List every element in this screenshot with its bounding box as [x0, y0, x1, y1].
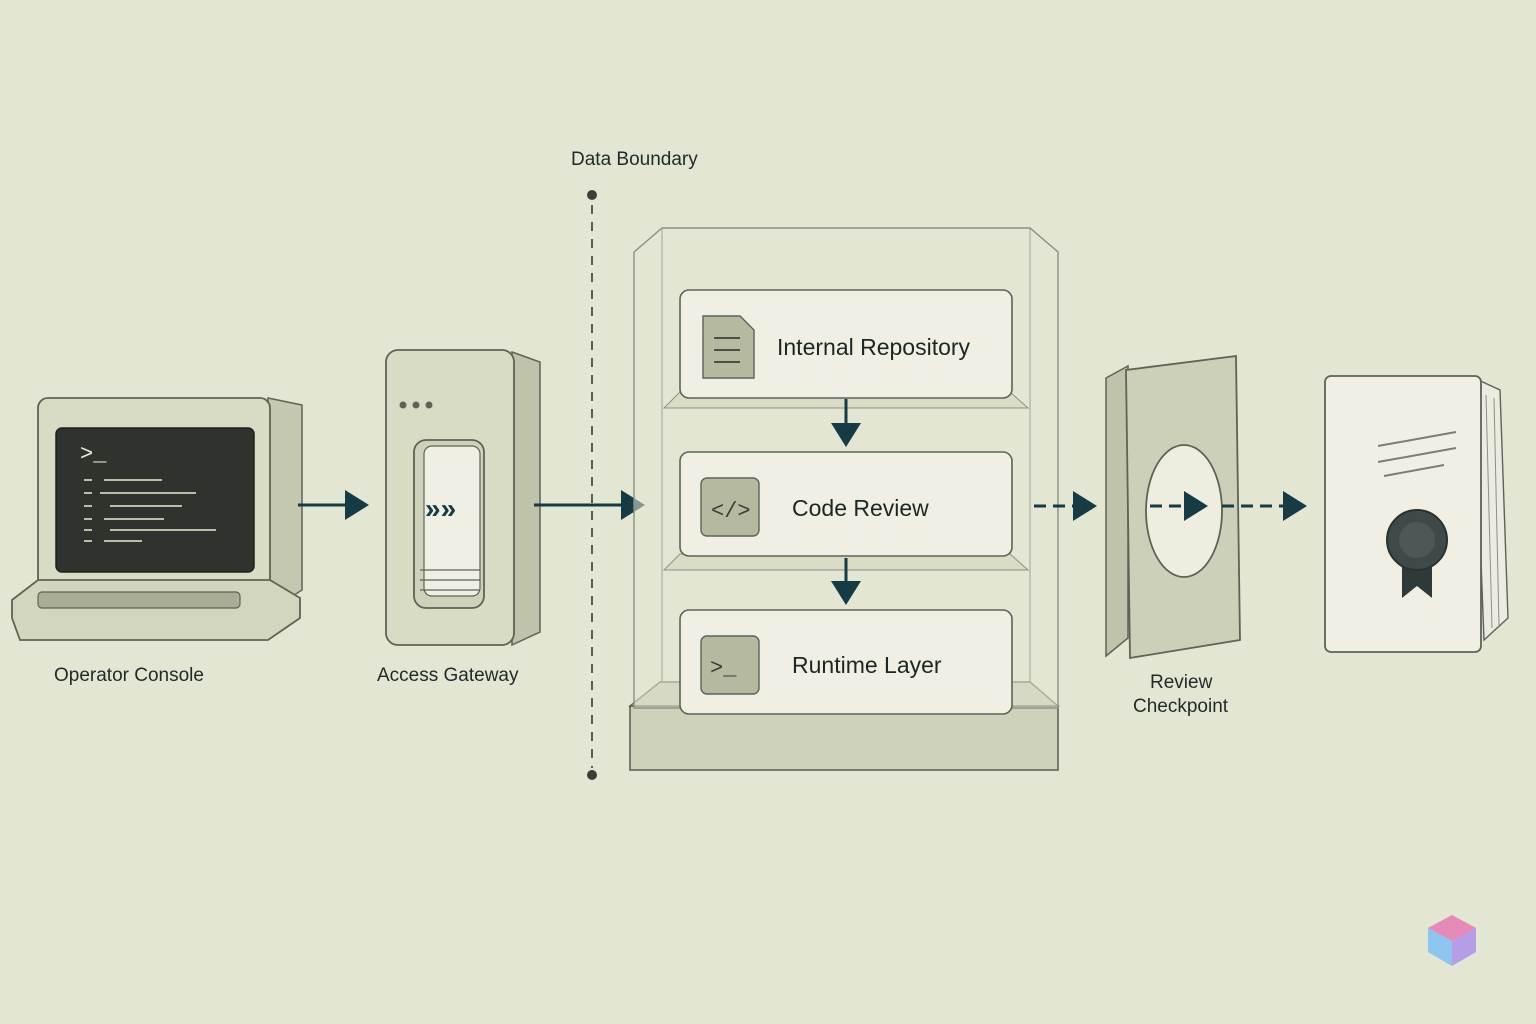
- document-icon: [702, 315, 755, 379]
- checkpoint-gate-icon: [1105, 354, 1241, 660]
- node-label-operator-console: Operator Console: [54, 665, 204, 686]
- data-boundary-line: [587, 190, 597, 780]
- console-prompt: >_: [80, 442, 107, 467]
- code-brackets-icon: [700, 477, 760, 537]
- layer-label-runtime: Runtime Layer: [792, 652, 942, 678]
- computer-terminal-icon: [11, 397, 303, 641]
- svg-text:</>: </>: [711, 499, 751, 524]
- layer-label-internal-repository: Internal Repository: [777, 334, 971, 360]
- gateway-device-icon: »»: [385, 349, 541, 647]
- gateway-chevrons-icon: »»: [425, 493, 456, 524]
- node-label-access-gateway: Access Gateway: [377, 665, 519, 686]
- terminal-prompt-icon: [700, 635, 760, 695]
- stack-layer-internal-repository: [679, 289, 1013, 399]
- node-label-checkpoint-line1: Review: [1150, 672, 1213, 693]
- certificate-seal-icon: [1324, 375, 1509, 653]
- logo-cube-icon: [1428, 915, 1476, 966]
- node-label-checkpoint-line2: Checkpoint: [1133, 696, 1229, 717]
- layer-label-code-review: Code Review: [792, 495, 929, 521]
- svg-text:>_: >_: [710, 656, 737, 681]
- stack-layer-runtime: >_: [679, 609, 1013, 715]
- boundary-label: Data Boundary: [571, 149, 698, 170]
- stack-layer-code-review: </>: [679, 451, 1013, 557]
